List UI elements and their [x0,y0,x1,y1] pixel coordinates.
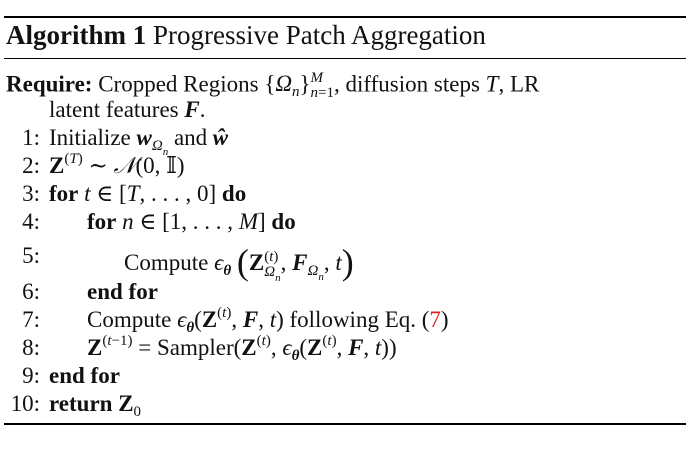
step-2: Z(T) ∼ 𝒩(0, 𝕀) [49,151,185,178]
require-text: latent features [49,97,179,122]
top-rule [4,16,686,18]
step-5: Compute ϵθ (Z(t)Ωn, FΩn, t) [124,242,354,284]
keyword-for: for [87,209,117,234]
require-text: . [199,97,206,122]
step-7: Compute ϵθ(Z(t), F, t) following Eq. (7) [87,305,449,336]
line-number: 1: [22,125,40,150]
step-10: return Z0 [49,391,142,420]
line-number: 5: [22,243,40,268]
require-text: Cropped Regions [98,71,259,97]
step-1: Initialize wΩn and ŵ [49,125,229,158]
step-text: following Eq. [289,307,417,332]
require-keyword: Require: [6,71,93,97]
line-number: 8: [22,335,40,360]
step-8: Z(t−1) = Sampler(Z(t), ϵθ(Z(t), F, t)) [87,333,397,364]
bottom-rule [4,423,686,425]
line-number: 6: [22,279,40,304]
keyword-end-for: end for [87,279,158,304]
keyword-do: do [271,209,296,234]
step-text: Sampler [156,335,234,360]
require-line-2: latent features F. [49,97,206,122]
line-number: 2: [22,153,40,178]
step-text: Initialize [49,125,131,150]
step-3: for t ∈ [T, . . . , 0] do [49,181,247,206]
keyword-return: return [49,391,113,416]
algorithm-label: Algorithm 1 [6,20,147,50]
title-rule [4,58,686,59]
require-text: , diffusion steps [334,71,480,97]
keyword-for: for [49,181,79,206]
line-number: 4: [22,209,40,234]
line-number: 10: [10,391,40,416]
equation-reference-link[interactable]: 7 [429,307,441,332]
line-number: 3: [22,181,40,206]
algorithm-name: Progressive Patch Aggregation [152,20,486,50]
line-number: 7: [22,307,40,332]
step-text: and [173,125,208,150]
keyword-do: do [221,181,247,206]
require-text: , LR [498,71,540,97]
step-9: end for [49,364,120,387]
line-number: 9: [22,363,40,388]
keyword-end-for: end for [49,363,120,388]
step-text: Compute [124,250,209,275]
algorithm-title: Algorithm 1 Progressive Patch Aggregatio… [6,20,486,51]
step-4: for n ∈ [1, . . . , M] do [87,209,296,234]
step-text: Compute [87,307,172,332]
step-6: end for [87,280,158,303]
